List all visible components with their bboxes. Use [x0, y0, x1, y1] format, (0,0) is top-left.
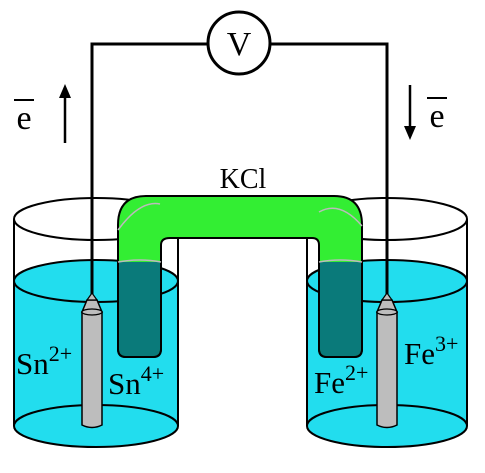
electron-symbol-right: e — [429, 98, 444, 135]
ion-label-sn2: Sn2+ — [16, 341, 72, 381]
arrow-down-icon — [404, 85, 416, 140]
ion-label-fe3: Fe3+ — [404, 331, 458, 371]
electron-flow-left: e — [14, 84, 71, 143]
voltmeter-label: V — [227, 26, 252, 63]
left-electrode — [80, 291, 104, 429]
voltmeter-circle — [206, 10, 272, 76]
ion-label-fe2: Fe2+ — [314, 360, 368, 400]
salt-bridge — [117, 195, 363, 358]
electron-symbol-left: e — [16, 100, 31, 137]
electron-flow-right: e — [404, 85, 447, 140]
salt-bridge-left-submerged — [119, 262, 160, 356]
ion-label-sn4: Sn4+ — [108, 361, 164, 401]
arrow-up-icon — [59, 84, 71, 143]
voltmeter: V — [206, 10, 272, 76]
salt-bridge-label: KCl — [220, 164, 267, 195]
circuit-wire — [90, 42, 389, 300]
salt-bridge-right-submerged — [320, 262, 361, 356]
right-electrode — [375, 291, 399, 429]
